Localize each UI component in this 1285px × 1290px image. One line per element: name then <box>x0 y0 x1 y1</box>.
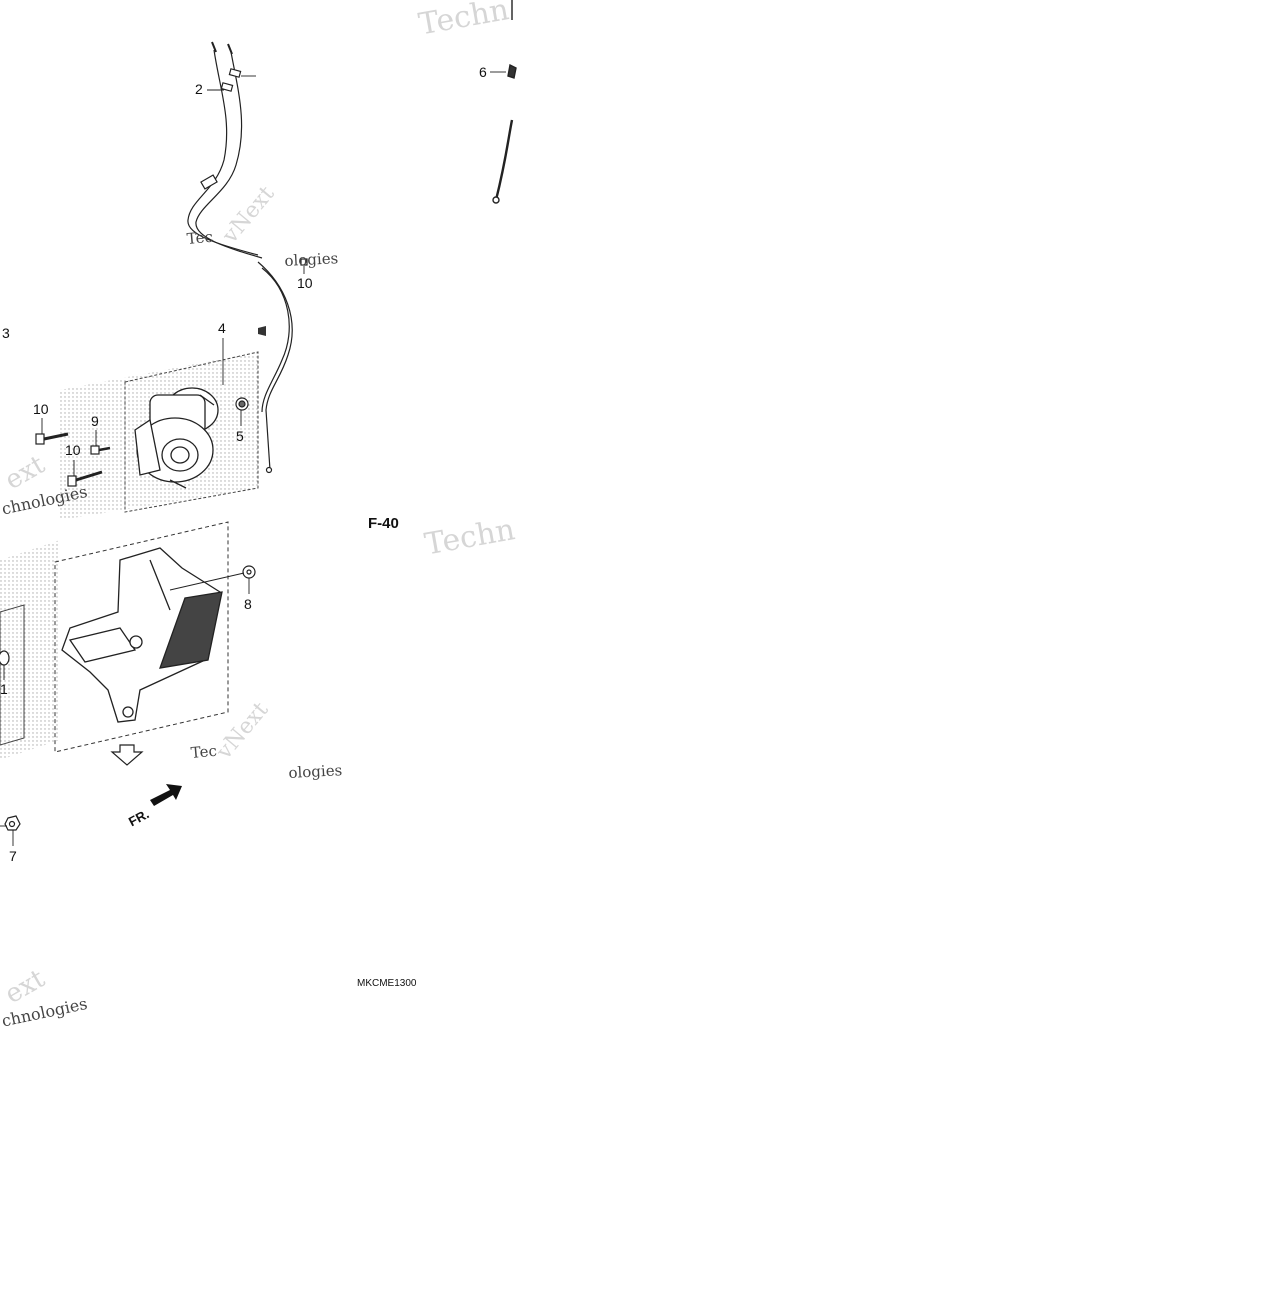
callout-2[interactable]: 2 <box>195 81 203 97</box>
bolt-10-lower <box>67 470 103 487</box>
section-reference[interactable]: F-40 <box>368 515 399 532</box>
callout-9[interactable]: 9 <box>91 413 99 429</box>
mounting-bracket <box>61 547 223 723</box>
bolt-10-upper <box>35 432 69 445</box>
throttle-body <box>134 387 219 489</box>
nut-7 <box>4 815 21 831</box>
callout-10-upper-left[interactable]: 10 <box>33 401 49 417</box>
grommet-5 <box>235 397 249 411</box>
screw-9 <box>90 445 111 455</box>
callout-10-lower-left[interactable]: 10 <box>65 442 81 458</box>
bracket-frame <box>54 521 229 753</box>
throttle-cables <box>187 41 293 474</box>
callout-4[interactable]: 4 <box>218 320 226 336</box>
cable-6 <box>492 0 517 204</box>
leader-lines <box>0 71 506 846</box>
callout-3[interactable]: 3 <box>2 325 10 341</box>
washer-8 <box>242 565 256 579</box>
callout-5[interactable]: 5 <box>236 428 244 444</box>
diagram-code: MKCME1300 <box>357 978 417 989</box>
clip-4-top <box>258 326 266 336</box>
callout-1[interactable]: 1 <box>0 681 8 697</box>
clip-10-top <box>300 258 308 266</box>
callout-7[interactable]: 7 <box>9 848 17 864</box>
front-arrow-icon <box>150 784 182 806</box>
washer-1 <box>0 650 10 666</box>
callout-6[interactable]: 6 <box>479 64 487 80</box>
callout-10-top[interactable]: 10 <box>297 275 313 291</box>
down-arrow-icon <box>110 744 144 766</box>
callout-8[interactable]: 8 <box>244 596 252 612</box>
